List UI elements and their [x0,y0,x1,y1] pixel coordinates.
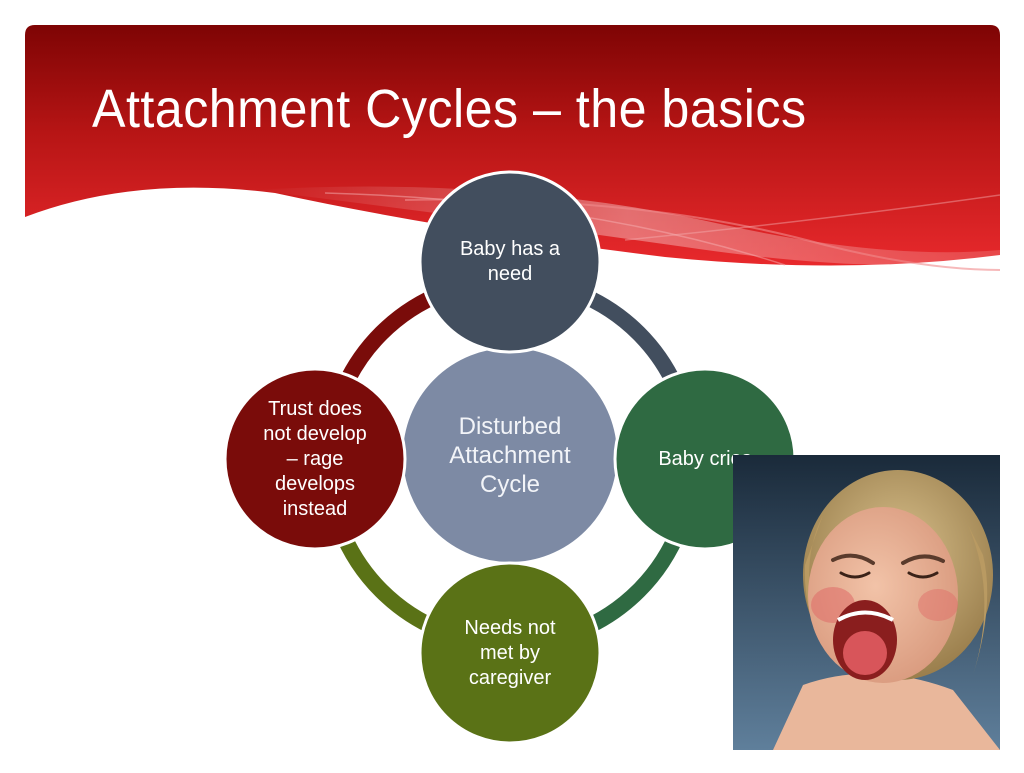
node-circle-left [223,367,407,551]
slide-title: Attachment Cycles – the basics [92,79,807,139]
node-label-left: Trust does not develop – rage develops i… [263,397,367,520]
center-label: Disturbed Attachment Cycle [449,412,571,498]
node-circle-top [418,170,602,354]
node-label-bottom: Needs not met by caregiver [464,616,556,689]
crying-child-photo [733,455,1000,750]
node-circle-bottom [418,561,602,745]
node-label-top: Baby has a need [459,238,561,285]
